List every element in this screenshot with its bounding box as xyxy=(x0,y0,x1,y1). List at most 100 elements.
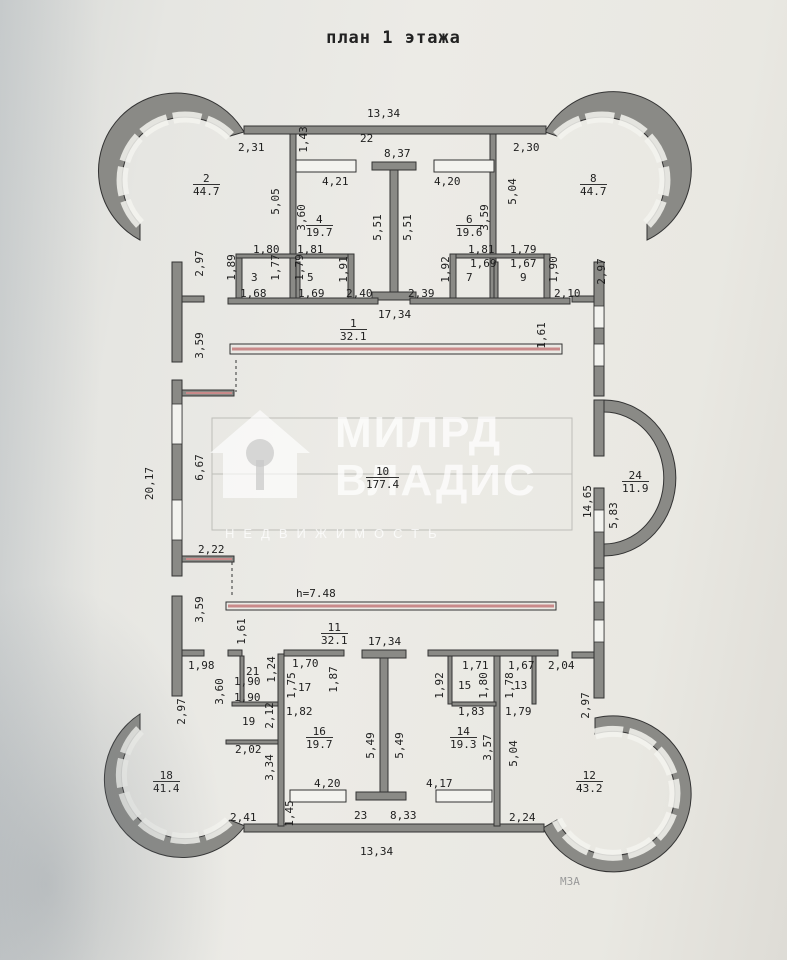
room-label-3: 3 xyxy=(251,271,258,284)
dim-label: 2,39 xyxy=(408,287,435,300)
dim-label: 1,98 xyxy=(188,659,215,672)
watermark-line1: МИЛРД xyxy=(335,408,503,457)
dim-label: 14,65 xyxy=(581,484,595,519)
dim-label: 1,90 xyxy=(234,675,261,688)
dim-label: 1,83 xyxy=(458,705,485,718)
bay-tower-top-right xyxy=(544,91,692,241)
dim-label: 8,37 xyxy=(384,147,411,160)
dim-label: 3,60 xyxy=(212,678,226,705)
dim-label: 1,68 xyxy=(240,287,267,300)
room-label-23: 23 xyxy=(354,809,368,822)
room-label-5: 5 xyxy=(307,271,314,284)
dim-label: 1,81 xyxy=(468,243,495,256)
dim-label: 1,69 xyxy=(298,287,325,300)
dim-label: 1,61 xyxy=(534,322,548,349)
dim-label: 3,59 xyxy=(192,332,206,359)
dim-label: 1,79 xyxy=(292,254,306,281)
dim-label: 1,71 xyxy=(462,659,489,672)
dim-label: 5,51 xyxy=(400,214,414,241)
dim-label: 1,67 xyxy=(510,257,537,270)
watermark-line2: ВЛАДИС xyxy=(335,456,537,505)
room-label-21: 21 xyxy=(246,665,260,678)
dim-label: 1,24 xyxy=(264,656,278,683)
bay-window-bottom-right xyxy=(552,725,681,861)
dim-label: 2,10 xyxy=(554,287,581,300)
dim-label: 1,45 xyxy=(282,800,296,827)
dim-label: 3,34 xyxy=(262,754,276,781)
dim-label: 6,67 xyxy=(192,454,206,481)
dim-label: 1,77 xyxy=(268,254,282,281)
dim-label: 4,20 xyxy=(314,777,341,790)
room-label-19: 19 xyxy=(242,715,256,728)
bay-window-bottom-left xyxy=(115,726,234,845)
dim-label: 2,97 xyxy=(594,258,608,285)
dim-label: 2,97 xyxy=(578,692,592,719)
house-key-logo-icon xyxy=(210,410,310,498)
dim-label: 3,59 xyxy=(192,596,206,623)
dim-label: 1,67 xyxy=(508,659,535,672)
dim-label: 2,04 xyxy=(548,659,575,672)
dim-label: 5,04 xyxy=(505,178,519,205)
dim-label: 1,80 xyxy=(476,672,490,699)
dim-label: 20,17 xyxy=(143,466,157,501)
dim-label: 1,89 xyxy=(224,254,238,281)
dim-label: 2,41 xyxy=(230,811,257,824)
dim-label: 2,30 xyxy=(513,141,540,154)
dim-label: 5,04 xyxy=(506,740,520,767)
dim-label: 3,59 xyxy=(477,204,491,231)
dim-label: 1,75 xyxy=(284,672,298,699)
room-label-22: 22 xyxy=(360,132,374,145)
dim-label: 5,49 xyxy=(392,732,406,759)
dim-label: 2,02 xyxy=(235,743,262,756)
bay-tower-bottom-left xyxy=(103,713,246,858)
dim-label: 1,61 xyxy=(234,618,248,645)
watermark-line3: НЕДВИЖИМОСТЬ xyxy=(225,526,446,541)
bay-tower-top-left xyxy=(98,92,245,241)
dim-label: 5,49 xyxy=(363,732,377,759)
room-label-9: 9 xyxy=(520,271,527,284)
dim-bottom-width: 13,34 xyxy=(360,845,394,858)
dim-label: 2,97 xyxy=(192,250,206,277)
dim-label: 1,78 xyxy=(502,672,516,699)
dim-label: 1,87 xyxy=(326,666,340,693)
dim-ceiling-height: h=7.48 xyxy=(296,587,336,600)
dim-label: 4,17 xyxy=(426,777,453,790)
dim-label: 17,34 xyxy=(368,635,402,648)
dim-label: 5,05 xyxy=(268,188,282,215)
dim-label: 2,12 xyxy=(262,702,276,729)
dim-label: 2,40 xyxy=(346,287,373,300)
dim-label: 2,24 xyxy=(509,811,536,824)
dim-label: 5,83 xyxy=(606,502,620,529)
dim-label: 1,92 xyxy=(432,672,446,699)
dim-label: 1,79 xyxy=(510,243,537,256)
dim-label: 4,21 xyxy=(322,175,349,188)
dim-label: 3,57 xyxy=(480,734,494,761)
dim-label: 2,97 xyxy=(174,698,188,725)
dim-label: 3,60 xyxy=(294,204,308,231)
dim-label: 1,82 xyxy=(286,705,313,718)
room-label-7: 7 xyxy=(466,271,473,284)
dim-label: 8,33 xyxy=(390,809,417,822)
dim-label: 2,31 xyxy=(238,141,265,154)
dim-label: 5,51 xyxy=(370,214,384,241)
watermark: МИЛРД ВЛАДИС НЕДВИЖИМОСТЬ xyxy=(205,398,605,558)
dim-label: 1,81 xyxy=(297,243,324,256)
room-label-15: 15 xyxy=(458,679,472,692)
dim-label: 1,92 xyxy=(438,256,452,283)
dim-label: 1,70 xyxy=(292,657,319,670)
dim-label: 1,43 xyxy=(296,126,310,153)
room-label-13: 13 xyxy=(514,679,528,692)
dim-label: 1,79 xyxy=(505,705,532,718)
dim-label: 1,91 xyxy=(336,256,350,283)
